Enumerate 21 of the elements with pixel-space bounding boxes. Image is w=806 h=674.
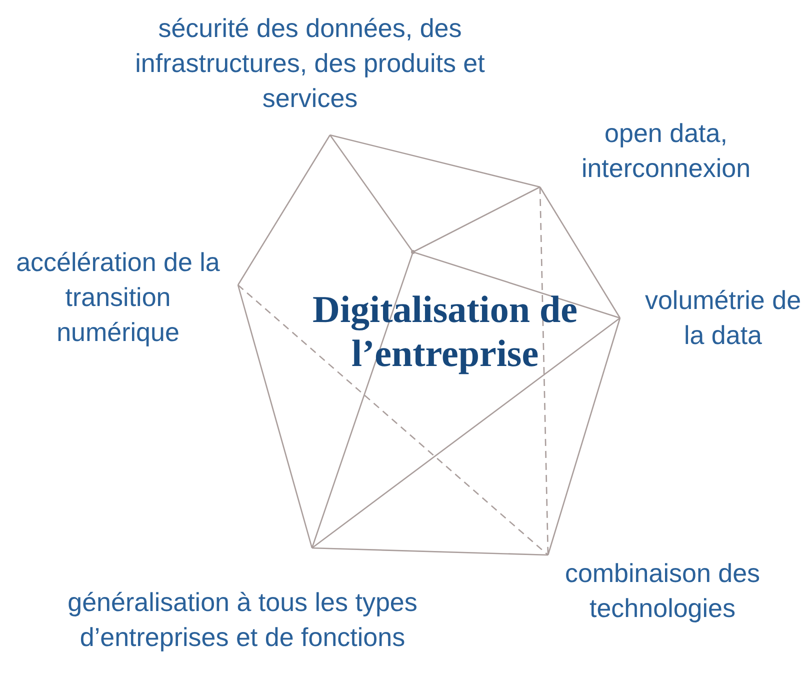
vertex-label: open data, interconnexion <box>540 115 780 187</box>
vertex-label: accélération de la transition numérique <box>8 243 238 351</box>
wireframe-edge <box>312 547 548 556</box>
title: Digitalisation de l’entreprise <box>312 288 578 376</box>
wireframe-edge <box>330 134 540 188</box>
wireframe-edge <box>539 186 621 318</box>
wireframe-edge <box>547 318 621 556</box>
wireframe-edge <box>329 134 414 252</box>
vertex-label: volumétrie de la data <box>620 280 804 355</box>
vertex-label: généralisation à tous les types d’entreprises et de fonctions <box>60 548 425 674</box>
wireframe-edge <box>539 186 549 556</box>
wireframe-edge <box>412 186 540 253</box>
wireframe-edge <box>238 284 548 556</box>
vertex-label: combinaison des technologies <box>530 555 795 627</box>
vertex-label: sécurité des données, des infrastructures, des produits et services <box>130 10 490 135</box>
wireframe-edge <box>237 134 331 286</box>
wireframe-edge <box>311 252 414 548</box>
wireframe-edge <box>312 317 620 549</box>
wireframe-edge <box>237 284 313 548</box>
wireframe-edge <box>412 251 620 319</box>
line-junction <box>411 250 415 254</box>
